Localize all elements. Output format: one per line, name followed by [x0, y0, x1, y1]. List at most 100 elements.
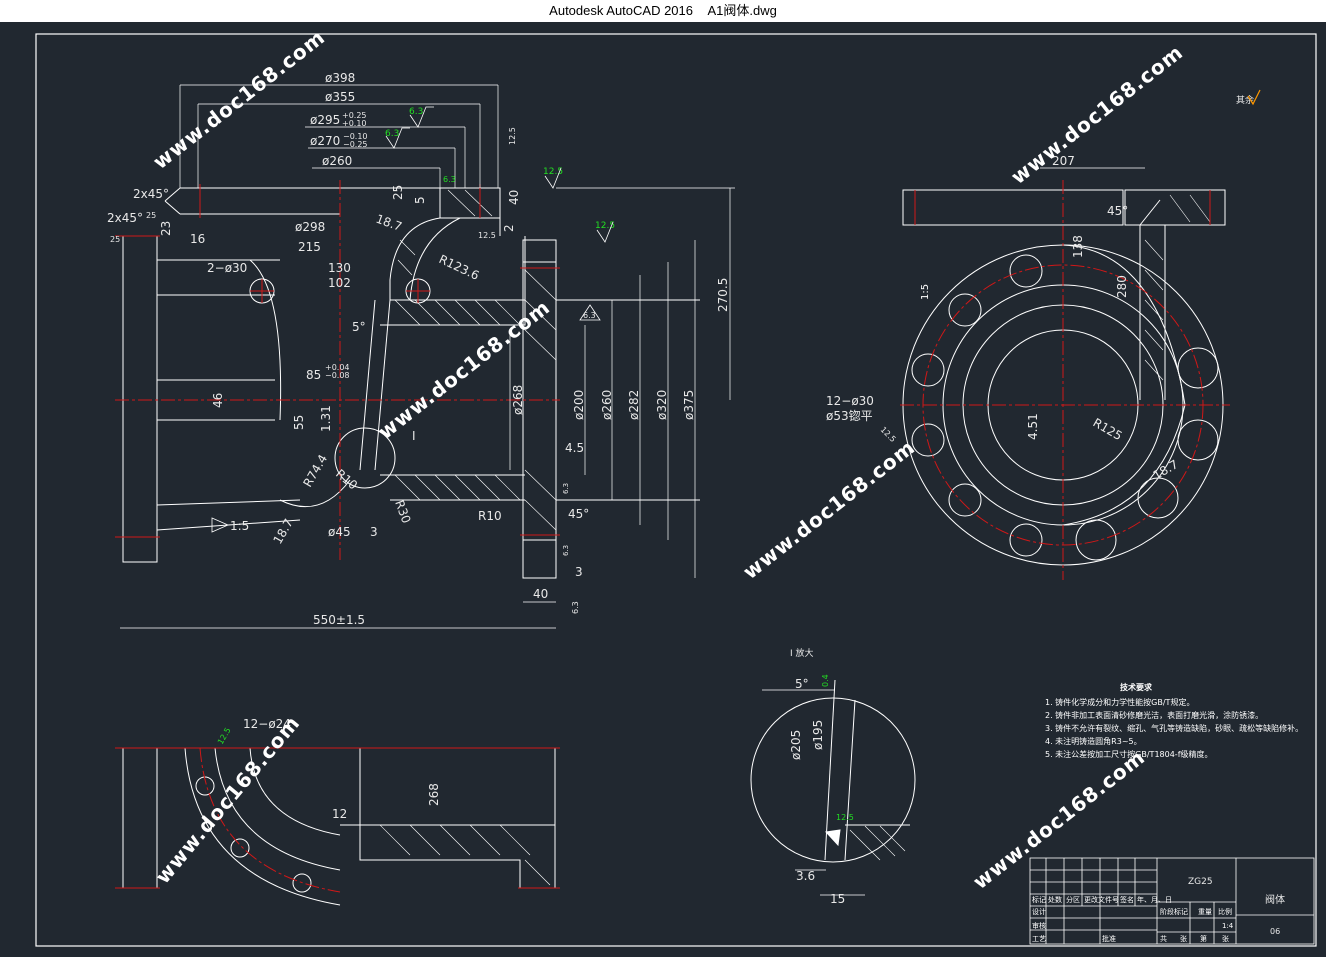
- tech-note-5: 5. 未注公差按加工尺寸按GB/T1804-f级精度。: [1045, 749, 1213, 759]
- spot-face-53: ø53锪平: [826, 408, 873, 423]
- tb-change-no: 更改文件号: [1084, 895, 1119, 904]
- tb-signature: 签名: [1120, 895, 1134, 904]
- main-section-view: [122, 187, 700, 579]
- dim-5: 5: [413, 196, 427, 204]
- dimension-text-main: ø398 ø355 ø295 +0.25 +0.10 ø270 −0.10 −0…: [107, 71, 730, 627]
- dim-d398: ø398: [325, 71, 355, 85]
- tb-stage: 阶段标记: [1160, 907, 1188, 916]
- dim-16: 16: [190, 232, 205, 246]
- angle-5: 5°: [352, 320, 366, 334]
- dim-138: 138: [1071, 235, 1085, 258]
- dim-12-holes-24: 12−ø24: [243, 717, 291, 731]
- drawing-number: 06: [1270, 927, 1280, 936]
- angle-45-side: 45°: [1107, 204, 1128, 218]
- roughness-detail: 12.5: [836, 813, 854, 822]
- window-titlebar: Autodesk AutoCAD 2016 A1阀体.dwg: [0, 0, 1326, 22]
- tb-count: 处数: [1048, 895, 1062, 904]
- centerlines-main: [115, 180, 560, 560]
- dim-d268: ø268: [511, 385, 525, 415]
- watermark-1: www.doc168.com: [148, 25, 329, 174]
- dim-d295: ø295: [310, 113, 340, 127]
- taper-1-5: 1:5: [230, 519, 249, 533]
- dimension-text-side: 207 45° 138 280 1:5 12−ø30 ø53锪平 4.51 R1…: [826, 154, 1181, 483]
- dimension-lines-main: [120, 84, 735, 629]
- centerlines-bottom: [115, 747, 560, 893]
- detail-mark-I: I: [412, 429, 416, 443]
- dim-3: 3: [370, 525, 378, 539]
- part-name: 阀体: [1265, 893, 1285, 906]
- dim-d295-tol-up: +0.25: [342, 111, 367, 120]
- roughness-check-icon: [1247, 89, 1261, 106]
- detail-angle-5: 5°: [795, 677, 809, 691]
- tech-notes-heading: 技术要求: [1120, 682, 1153, 692]
- technical-requirements: 技术要求 1. 铸件化学成分和力学性能按GB/T规定。 2. 铸件非加工表面清砂…: [1045, 682, 1303, 759]
- angle-45: 45°: [568, 507, 589, 521]
- title-block-text: ZG25 阀体 06 1:4 标记 处数 分区 更改文件号 签名 年、月、日 设…: [1032, 877, 1285, 943]
- tb-review: 审核: [1032, 921, 1046, 930]
- dim-85: 85: [306, 368, 321, 382]
- bottom-view: [122, 747, 556, 906]
- tb-total: 共: [1160, 934, 1167, 943]
- dim-3-6: 3.6: [796, 869, 815, 883]
- roughness-12-5-a: 12.5: [543, 167, 563, 177]
- roughness-25-a: 25: [146, 211, 156, 220]
- dim-d260: ø260: [322, 154, 352, 168]
- tb-sheets: 张: [1180, 934, 1187, 943]
- dim-d195: ø195: [811, 720, 825, 750]
- watermark-6: www.doc168.com: [968, 745, 1149, 894]
- dim-d270-tol-dn: −0.25: [343, 140, 368, 149]
- dim-r123-6: R123.6: [437, 252, 482, 283]
- detail-circle-I: [334, 427, 396, 489]
- other-roughness: 其余: [1236, 89, 1261, 106]
- dim-d282: ø282: [627, 390, 641, 420]
- roughness-6-3-e: 6.3: [562, 483, 570, 494]
- dim-2-holes: 2−ø30: [207, 261, 247, 275]
- other-roughness-label: 其余: [1236, 94, 1254, 106]
- dim-12: 12: [332, 807, 347, 821]
- tb-sheet-no: 第: [1200, 934, 1207, 943]
- roughness-side: 12.5: [879, 425, 898, 444]
- tech-note-3: 3. 铸件不允许有裂纹、缩孔、气孔等铸造缺陷，砂眼、疏松等缺陷修补。: [1045, 723, 1303, 733]
- roughness-6-3-f: 6.3: [562, 545, 570, 556]
- dim-23: 23: [159, 221, 173, 236]
- dim-270-5: 270.5: [716, 278, 730, 312]
- tech-note-2: 2. 铸件非加工表面清砂修磨光洁，表面打磨光滑，涂防锈漆。: [1045, 710, 1263, 720]
- dim-55: 55: [292, 415, 306, 430]
- dim-85-tol-up: +0.04: [325, 363, 350, 372]
- dim-102: 102: [328, 276, 351, 290]
- roughness-6-3-a: 6.3: [409, 107, 423, 117]
- dim-40-b: 40: [533, 587, 548, 601]
- dim-d355: ø355: [325, 90, 355, 104]
- roughness-6-3-g: 6.3: [571, 601, 580, 614]
- dim-18-7-top: 18.7: [374, 212, 404, 234]
- roughness-6-3-b: 6.3: [385, 129, 399, 139]
- detail-view: [750, 679, 916, 896]
- tech-note-4: 4. 未注明铸造圆角R3~5。: [1045, 736, 1142, 746]
- dim-r10: R10: [333, 467, 360, 493]
- roughness-6-3-c: 6.3: [443, 175, 456, 184]
- dim-3-b: 3: [575, 565, 583, 579]
- dim-215: 215: [298, 240, 321, 254]
- dim-15: 15: [830, 892, 845, 906]
- roughness-12-5-d: 12.5: [508, 127, 517, 145]
- dim-r10-b: R10: [478, 509, 502, 523]
- dim-d205: ø205: [789, 730, 803, 760]
- roughness-6-3-d: 6.3: [583, 311, 596, 320]
- dim-d200: ø200: [572, 390, 586, 420]
- detail-text: I 放大 5° 0.4 ø205 ø195 12.5 3.6 15: [789, 647, 854, 906]
- dim-207: 207: [1052, 154, 1075, 168]
- tb-date: 年、月、日: [1137, 895, 1172, 904]
- tb-design: 设计: [1032, 907, 1046, 916]
- drawing-canvas[interactable]: ø398 ø355 ø295 +0.25 +0.10 ø270 −0.10 −0…: [0, 22, 1326, 957]
- drawing-border: [35, 33, 1317, 947]
- cad-drawing: ø398 ø355 ø295 +0.25 +0.10 ø270 −0.10 −0…: [35, 25, 1317, 947]
- dim-40: 40: [507, 190, 521, 205]
- dim-2: 2: [502, 224, 516, 232]
- material-label: ZG25: [1188, 877, 1213, 887]
- dim-d270: ø270: [310, 134, 340, 148]
- centerlines-side: [900, 180, 1230, 580]
- watermark-2: www.doc168.com: [1006, 40, 1187, 189]
- tb-process: 工艺: [1032, 935, 1046, 943]
- dim-d375: ø375: [682, 390, 696, 420]
- dim-268-bottom: 268: [427, 783, 441, 806]
